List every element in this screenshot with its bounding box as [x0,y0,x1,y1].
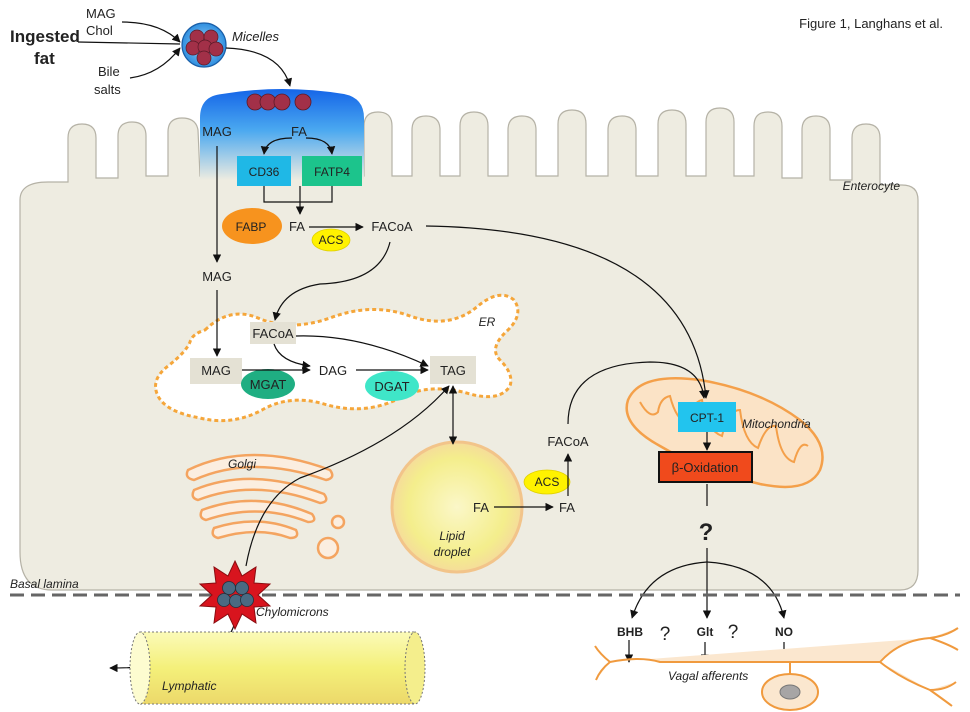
vagal-afferents-label: Vagal afferents [668,669,748,683]
er-label: ER [479,315,496,329]
dgat-label: DGAT [374,379,409,394]
chylomicrons-label: Chylomicrons [256,605,329,619]
golgi-apparatus [185,453,346,560]
acs-lower-label: ACS [535,475,560,489]
ingested-fat-label-line1: Ingested [10,27,80,46]
micelles-label: Micelles [232,29,279,44]
apical-mag-label: MAG [202,124,232,139]
lymphatic-vessel [129,631,426,705]
acs-enzyme-lower [523,469,571,495]
mitochondria [625,376,824,489]
lymphatic-label: Lymphatic [162,679,216,693]
er-mag-label: MAG [201,363,231,378]
cd36-label: CD36 [249,165,280,179]
golgi-label: Golgi [228,457,256,471]
acs-top-label: ACS [319,233,344,247]
vagal-afferent-neuron [594,627,959,711]
cpt1-label: CPT-1 [690,411,724,425]
figure-label: Figure 1, Langhans et al. [799,16,943,31]
droplet-fa-label: FA [473,500,489,515]
cytosol-fa-label: FA [289,219,305,234]
signal-question-2: ? [728,622,739,643]
released-facoa-label: FACoA [547,434,589,449]
acs-enzyme-top [311,228,351,252]
bhb-label: BHB [617,625,643,639]
cpt1-transporter [678,402,736,432]
main-question-mark: ? [699,519,714,546]
mitochondria-label: Mitochondria [742,417,811,431]
bile-label: Bile [98,64,120,79]
no-label: NO [775,625,793,639]
basal-lamina-label: Basal lamina [10,577,79,591]
micelle [181,22,227,68]
beta-oxidation-box [658,451,753,483]
fatp4-transporter [302,156,362,186]
mgat-enzyme [241,369,295,399]
cytosol-facoa-label: FACoA [371,219,413,234]
cytosol-mag-label: MAG [202,269,232,284]
er-facoa-label: FACoA [252,326,294,341]
lipid-droplet-label-line1: Lipid [439,529,465,543]
mag-input-label: MAG [86,6,116,21]
released-fa-label: FA [559,500,575,515]
dag-label: DAG [319,363,347,378]
tag-label: TAG [440,363,466,378]
chol-input-label: Chol [86,23,113,38]
salts-label: salts [94,82,121,97]
mgat-label: MGAT [250,377,287,392]
lipid-droplet-label-line2: droplet [434,545,471,559]
enterocyte-label: Enterocyte [843,179,901,193]
fabp-protein [222,208,282,244]
glt-label: Glt [697,625,714,639]
beta-oxidation-label: β-Oxidation [672,460,739,475]
fabp-label: FABP [236,220,267,234]
cd36-transporter [237,156,291,186]
apical-fa-label: FA [291,124,307,139]
chylomicron [198,559,272,631]
fatp4-label: FATP4 [314,165,350,179]
micelle-fusion-spheres [246,93,312,111]
signal-question-1: ? [660,624,671,645]
ingested-fat-label-line2: fat [34,49,55,68]
dgat-enzyme [365,371,419,401]
